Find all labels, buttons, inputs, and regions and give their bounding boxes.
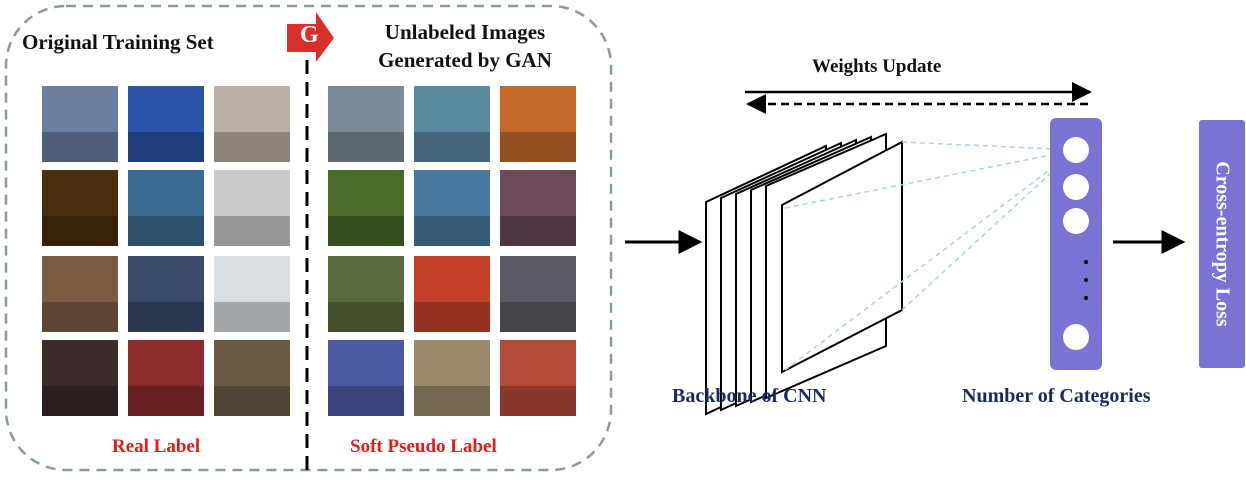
generated-image-thumbnail (500, 256, 576, 332)
categories-layer (1050, 118, 1102, 370)
real-image-thumbnail-shade (214, 132, 290, 162)
generated-image-thumbnail (414, 256, 490, 332)
real-image-thumbnail-shade (128, 386, 204, 416)
real-image-thumbnail (42, 170, 118, 246)
generator-arrow-icon (287, 12, 334, 62)
real-image-thumbnail-shade (128, 132, 204, 162)
category-node (1063, 324, 1089, 350)
generated-image-thumbnail (500, 86, 576, 162)
generated-image-grid (328, 86, 576, 416)
real-image-thumbnail (214, 86, 290, 162)
generated-image-thumbnail (414, 86, 490, 162)
real-image-thumbnail-shade (42, 216, 118, 246)
generated-image-thumbnail (328, 86, 404, 162)
category-ellipsis-dot (1084, 278, 1088, 282)
generated-images-title-line2: Generated by GAN (378, 48, 552, 72)
real-image-thumbnail-shade (214, 216, 290, 246)
real-image-grid (42, 86, 290, 416)
generator-letter: G (300, 22, 319, 48)
category-ellipsis-dot (1084, 296, 1088, 300)
generated-image-thumbnail-shade (500, 132, 576, 162)
real-image-thumbnail (42, 256, 118, 332)
generated-images-title: Unlabeled Images Generated by GAN (340, 18, 590, 74)
generated-image-thumbnail-shade (500, 386, 576, 416)
real-label: Real Label (112, 436, 201, 457)
real-image-thumbnail (214, 340, 290, 416)
real-image-thumbnail-shade (42, 386, 118, 416)
generated-image-thumbnail (328, 256, 404, 332)
real-image-thumbnail-shade (214, 386, 290, 416)
real-image-thumbnail-shade (214, 302, 290, 332)
real-image-thumbnail-shade (128, 302, 204, 332)
category-nodes (1063, 137, 1089, 350)
generated-image-thumbnail (328, 340, 404, 416)
backbone-label: Backbone of CNN (672, 385, 827, 407)
real-image-thumbnail (214, 170, 290, 246)
category-node (1063, 137, 1089, 163)
real-image-thumbnail (42, 86, 118, 162)
category-node (1063, 174, 1089, 200)
generated-image-thumbnail-shade (328, 132, 404, 162)
real-image-thumbnail (128, 170, 204, 246)
backbone-feature-maps (705, 132, 903, 416)
generated-image-thumbnail (500, 170, 576, 246)
generated-image-thumbnail-shade (414, 302, 490, 332)
real-image-thumbnail (128, 256, 204, 332)
connection-lines (784, 141, 1077, 371)
categories-label: Number of Categories (962, 385, 1151, 407)
generated-image-thumbnail (328, 170, 404, 246)
real-image-thumbnail-shade (42, 132, 118, 162)
generated-images-title-line1: Unlabeled Images (384, 20, 546, 44)
cross-entropy-loss-label: Cross-entropy Loss (1211, 161, 1234, 327)
real-image-thumbnail (128, 340, 204, 416)
real-image-thumbnail (214, 256, 290, 332)
generated-image-thumbnail-shade (414, 386, 490, 416)
generated-image-thumbnail-shade (414, 216, 490, 246)
real-image-thumbnail (128, 86, 204, 162)
generated-image-thumbnail-shade (328, 216, 404, 246)
generated-image-thumbnail-shade (328, 302, 404, 332)
cross-entropy-loss-box (1199, 120, 1245, 368)
soft-pseudo-label: Soft Pseudo Label (350, 436, 497, 457)
generated-image-thumbnail (414, 170, 490, 246)
original-training-set-title: Original Training Set (22, 30, 214, 54)
real-image-thumbnail-shade (128, 216, 204, 246)
real-image-thumbnail-shade (42, 302, 118, 332)
generated-image-thumbnail-shade (500, 216, 576, 246)
generated-image-thumbnail-shade (414, 132, 490, 162)
real-image-thumbnail (42, 340, 118, 416)
generated-image-thumbnail-shade (328, 386, 404, 416)
category-node (1063, 208, 1089, 234)
category-ellipsis-dot (1084, 260, 1088, 264)
weights-update-label: Weights Update (812, 56, 942, 77)
generated-image-thumbnail (414, 340, 490, 416)
generated-image-thumbnail (500, 340, 576, 416)
generated-image-thumbnail-shade (500, 302, 576, 332)
